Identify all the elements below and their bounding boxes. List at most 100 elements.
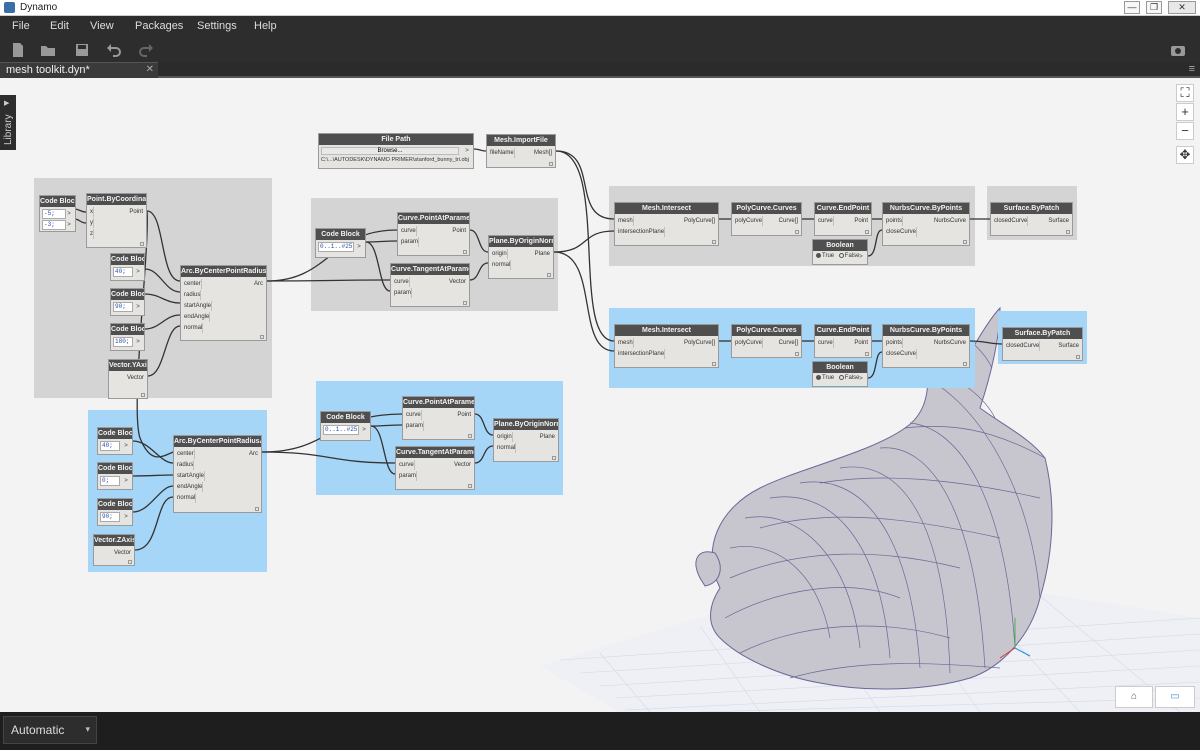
tab-mesh-toolkit[interactable]: mesh toolkit.dyn* ✕ [0,62,158,78]
output-port-nurbscurve[interactable]: NurbsCurve [933,218,966,224]
input-port-origin[interactable]: origin [489,249,508,259]
output-port-polycurve[interactable]: PolyCurve[] [683,218,715,224]
output-port-point[interactable]: Point [129,209,143,215]
true-radio-icon[interactable] [816,253,821,258]
zoom-fit-icon[interactable]: ⛶ [1176,84,1194,102]
code-line[interactable]: -3; [42,220,66,230]
workspace-canvas[interactable]: Code Block -5; -3; > > Point.ByCoordinat… [0,78,1200,712]
code-line[interactable]: 0..1..#25; [323,425,359,435]
input-port-curve[interactable]: curve [815,338,834,348]
code-line[interactable]: 180; [113,337,133,347]
output-port-vector[interactable]: Vector [448,279,466,285]
input-port-intersection-plane[interactable]: intersectionPlane [615,349,666,359]
input-port-start-angle[interactable]: startAngle [181,301,213,311]
input-port-curve[interactable]: curve [398,226,417,236]
input-port-close-curve[interactable]: closeCurve [883,349,918,359]
code-block-node[interactable]: Code Block 40; > [97,427,133,455]
surface-by-patch-node[interactable]: Surface.ByPatch closedCurve Surface [1002,327,1083,361]
new-file-icon[interactable] [10,42,26,58]
browse-button[interactable]: Browse... [321,147,459,155]
preview-toggle-icon[interactable] [795,230,799,234]
mesh-intersect-node[interactable]: Mesh.Intersect mesh intersectionPlane Po… [614,324,719,368]
input-port-end-angle[interactable]: endAngle [181,312,211,322]
open-folder-icon[interactable] [40,42,56,58]
code-block-node[interactable]: Code Block 0..1..#25; > [315,228,366,258]
curve-point-at-parameter-node[interactable]: Curve.PointAtParameter curve param Point [402,396,475,440]
code-block-node[interactable]: Code Block 90; > [97,498,133,526]
curve-end-point-node[interactable]: Curve.EndPoint curve Point [814,324,872,358]
code-block-node[interactable]: Code Block 90; > [110,288,145,316]
output-port[interactable]: > [859,376,863,382]
preview-toggle-icon[interactable] [963,362,967,366]
nurbscurve-by-points-node[interactable]: NurbsCurve.ByPoints points closeCurve Nu… [882,324,970,368]
preview-toggle-icon[interactable] [963,240,967,244]
code-block-node[interactable]: Code Block 0..1..#25; > [320,411,371,441]
input-port-curve[interactable]: curve [815,216,834,226]
input-port-param[interactable]: param [391,288,413,298]
code-block-node[interactable]: Code Block 40; > [110,253,145,281]
curve-tangent-at-parameter-node[interactable]: Curve.TangentAtParameter curve param Vec… [395,446,475,490]
nurbscurve-by-points-node[interactable]: NurbsCurve.ByPoints points closeCurve Nu… [882,202,970,246]
preview-toggle-icon[interactable] [260,335,264,339]
menu-edit[interactable]: Edit [50,20,69,32]
input-port-mesh[interactable]: mesh [615,216,634,226]
output-port-point[interactable]: Point [457,412,471,418]
input-port-normal[interactable]: normal [174,493,197,503]
input-port-intersection-plane[interactable]: intersectionPlane [615,227,666,237]
preview-toggle-icon[interactable] [795,352,799,356]
output-port[interactable]: > [859,254,863,260]
menu-settings[interactable]: Settings [197,20,237,32]
boolean-node[interactable]: Boolean True False > [812,239,868,265]
polycurve-curves-node[interactable]: PolyCurve.Curves polyCurve Curve[] [731,324,802,358]
input-port-normal[interactable]: normal [489,260,512,270]
output-port[interactable]: > [67,222,71,228]
curve-point-at-parameter-node[interactable]: Curve.PointAtParameter curve param Point [397,212,470,256]
boolean-toggle[interactable]: True False [816,375,859,381]
input-port-polycurve[interactable]: polyCurve [732,216,764,226]
code-line[interactable]: 40; [113,267,133,277]
menu-help[interactable]: Help [254,20,277,32]
preview-toggle-icon[interactable] [865,230,869,234]
output-port-point[interactable]: Point [452,228,466,234]
input-port-closed-curve[interactable]: closedCurve [1003,341,1041,351]
output-port[interactable]: > [357,244,361,250]
output-port-polycurve[interactable]: PolyCurve[] [683,340,715,346]
vector-zaxis-node[interactable]: Vector.ZAxis Vector [93,534,135,566]
boolean-toggle[interactable]: True False [816,253,859,259]
output-port[interactable]: > [136,339,140,345]
library-tab[interactable]: ▶ Library [0,95,16,150]
input-port-start-angle[interactable]: startAngle [174,471,206,481]
code-line[interactable]: -5; [42,209,66,219]
code-block-node[interactable]: Code Block 180; > [110,323,145,351]
close-tab-icon[interactable]: ✕ [145,64,154,75]
input-port-param[interactable]: param [403,421,425,431]
point-by-coordinates-node[interactable]: Point.ByCoordinates x y z Point [86,193,147,248]
input-port-y[interactable]: y [87,218,94,228]
output-port[interactable]: > [465,148,469,154]
run-mode-select[interactable]: Automatic ▾ [3,716,97,744]
input-port-radius[interactable]: radius [181,290,202,300]
output-port[interactable]: > [124,443,128,449]
output-port-nurbscurve[interactable]: NurbsCurve [933,340,966,346]
arc-by-center-point-radius-angle-node[interactable]: Arc.ByCenterPointRadiusAngle center radi… [180,265,267,341]
restore-button[interactable]: ❐ [1146,1,1162,14]
preview-toggle-icon[interactable] [468,434,472,438]
geometry-view-icon[interactable]: ⌂ [1115,686,1153,708]
input-port-normal[interactable]: normal [494,443,517,453]
output-port-surface[interactable]: Surface [1048,218,1069,224]
code-block-node[interactable]: Code Block -5; -3; > > [39,195,76,232]
hamburger-menu-icon[interactable]: ≡ [1188,63,1195,75]
code-line[interactable]: 40; [100,441,120,451]
mesh-import-file-node[interactable]: Mesh.ImportFile fileName Mesh[] [486,134,556,168]
minimize-button[interactable]: — [1124,1,1140,14]
graph-view-icon[interactable]: ▭ [1155,686,1195,708]
preview-toggle-icon[interactable] [463,250,467,254]
input-port-x[interactable]: x [87,207,94,217]
preview-toggle-icon[interactable] [712,362,716,366]
pan-icon[interactable]: ✥ [1176,146,1194,164]
preview-toggle-icon[interactable] [549,162,553,166]
input-port-mesh[interactable]: mesh [615,338,634,348]
preview-toggle-icon[interactable] [552,456,556,460]
mesh-intersect-node[interactable]: Mesh.Intersect mesh intersectionPlane Po… [614,202,719,246]
plane-by-origin-normal-node[interactable]: Plane.ByOriginNormal origin normal Plane [488,235,554,279]
